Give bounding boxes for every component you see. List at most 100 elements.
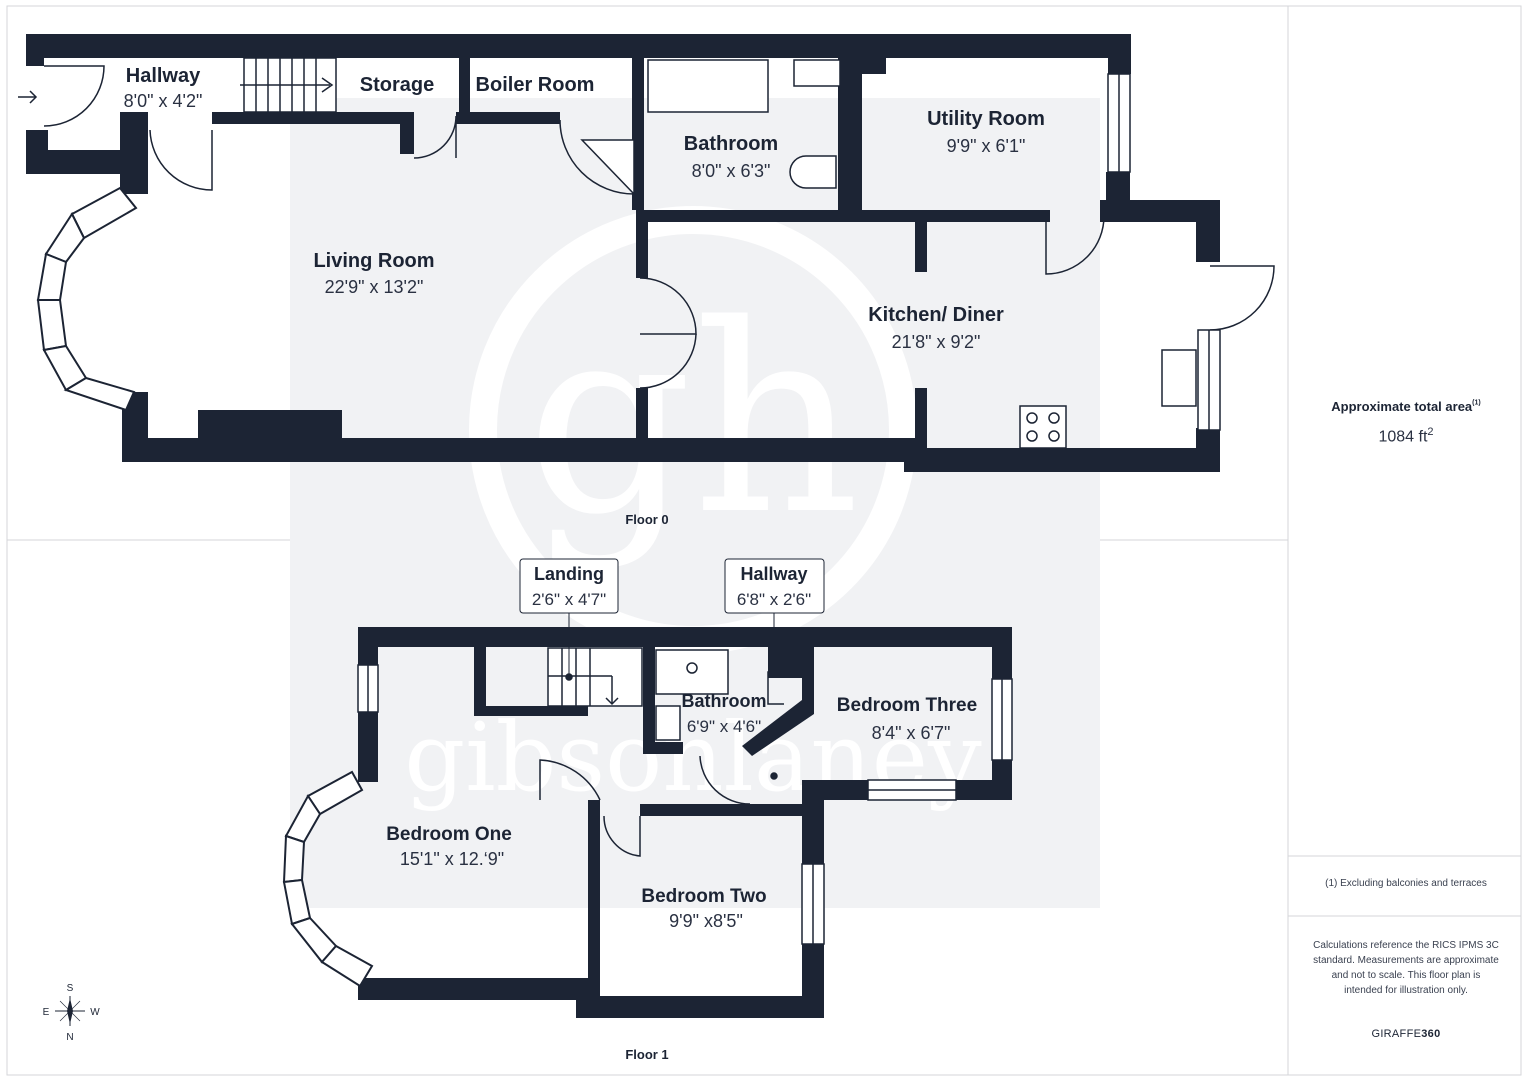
- brand-logo: GIRAFFE360: [1290, 1028, 1522, 1040]
- area-footnote: (1) Excluding balconies and terraces: [1325, 878, 1487, 889]
- room-name-boiler-room: Boiler Room: [476, 74, 595, 96]
- compass-w: W: [90, 1007, 100, 1018]
- wall: [1100, 200, 1220, 222]
- wall: [358, 978, 588, 1000]
- wall: [915, 388, 927, 454]
- room-dims-living-room: 22'9" x 13'2": [325, 277, 424, 297]
- wall: [26, 150, 136, 174]
- floor-0-bay-window: [36, 186, 138, 412]
- wall: [212, 112, 412, 124]
- room-name-hallway: Hallway: [126, 65, 201, 87]
- wall: [456, 112, 560, 124]
- wall: [400, 112, 414, 154]
- chimney-breast: [198, 410, 342, 440]
- room-name-kitchen-diner: Kitchen/ Diner: [868, 304, 1004, 326]
- wall: [643, 742, 683, 754]
- compass-icon: S E W N: [43, 983, 101, 1043]
- room-dims-kitchen-diner: 21'8" x 9'2": [892, 332, 981, 352]
- door-leaf: [580, 139, 635, 196]
- brand-text-b: 360: [1421, 1028, 1441, 1040]
- wall: [915, 222, 927, 272]
- floor-0-fixtures: [18, 57, 1275, 449]
- area-value-text: 1084 ft: [1378, 428, 1428, 446]
- basin: [793, 59, 841, 87]
- floor-0-labels: Hallway 8'0" x 4'2" Storage Boiler Room …: [124, 65, 1045, 527]
- wall: [1108, 34, 1131, 74]
- door-swing: [1045, 215, 1105, 275]
- wall: [904, 448, 1220, 472]
- wall: [576, 996, 824, 1018]
- wall: [636, 388, 648, 440]
- room-dims-bedroom-two: 9'9" x8'5": [669, 911, 743, 931]
- door-swing: [639, 333, 697, 389]
- wall: [459, 58, 470, 114]
- basin: [655, 705, 681, 741]
- room-dims-hallway-first: 6'8" x 2'6": [737, 590, 811, 609]
- door-swing: [699, 755, 751, 805]
- door-swing: [149, 129, 213, 191]
- wall: [588, 800, 600, 998]
- watermark-logo: gh: [526, 270, 860, 572]
- floor-1-label: Floor 1: [625, 1047, 668, 1062]
- wall: [122, 438, 916, 462]
- wall: [26, 34, 44, 66]
- room-name-bedroom-one: Bedroom One: [386, 824, 512, 845]
- room-dims-bedroom-one: 15'1" x 12.‘9": [400, 849, 504, 869]
- room-dims-bedroom-three: 8'4" x 6'7": [872, 723, 951, 743]
- back-door-swing: [1209, 265, 1275, 331]
- room-dims-hallway: 8'0" x 4'2": [124, 91, 203, 111]
- wall: [802, 780, 824, 864]
- shower-drain: [686, 662, 698, 674]
- room-name-bathroom-first: Bathroom: [682, 691, 767, 711]
- floor-1-fixtures: [357, 647, 1013, 945]
- room-dims-landing: 2'6" x 4'7": [532, 590, 606, 609]
- floor-1-labels: Landing 2'6" x 4'7" Hallway 6'8" x 2'6" …: [386, 564, 977, 1062]
- wall: [1196, 200, 1220, 262]
- room-name-landing: Landing: [534, 564, 604, 584]
- wall: [358, 627, 1012, 647]
- wall: [632, 58, 644, 210]
- room-dims-bathroom: 8'0" x 6'3": [692, 161, 771, 181]
- area-title: Approximate total area(1): [1290, 398, 1522, 416]
- wall: [358, 627, 378, 665]
- floor-0-plan: [26, 34, 1220, 472]
- floor-1-plan: [358, 627, 1012, 1018]
- room-name-bathroom: Bathroom: [684, 133, 778, 155]
- wall: [742, 700, 814, 756]
- wall: [636, 222, 648, 278]
- area-title-text: Approximate total area: [1331, 399, 1473, 414]
- hob: [1019, 405, 1067, 449]
- door-swing: [413, 115, 457, 159]
- wall: [956, 780, 1012, 800]
- stairs-first: [547, 647, 643, 707]
- wall: [26, 34, 1131, 58]
- stairs-ground: [240, 57, 337, 113]
- wall: [640, 804, 804, 816]
- compass-e: E: [43, 1007, 50, 1018]
- wall: [120, 112, 148, 194]
- door-swing: [639, 277, 697, 335]
- wall: [474, 640, 486, 712]
- area-unit-sup: 2: [1427, 426, 1434, 438]
- landing-callout: [519, 558, 619, 676]
- room-name-utility-room: Utility Room: [927, 108, 1045, 130]
- front-door-swing: [43, 65, 105, 127]
- wall: [838, 58, 862, 210]
- room-dims-utility-room: 9'9" x 6'1": [947, 136, 1026, 156]
- wall: [636, 210, 1050, 222]
- wall: [992, 627, 1012, 679]
- watermark: gh gibsonlaney: [290, 98, 1100, 908]
- wall: [643, 640, 655, 754]
- room-name-hallway-first: Hallway: [740, 564, 807, 584]
- compass-s: S: [67, 983, 74, 994]
- bathtub: [647, 59, 769, 113]
- area-value: 1084 ft2: [1290, 426, 1522, 446]
- wall: [862, 58, 886, 74]
- compass-n: N: [66, 1032, 73, 1043]
- floor-0-label: Floor 0: [625, 512, 668, 527]
- wall: [358, 712, 378, 782]
- wall: [474, 706, 588, 716]
- floor-1-bay-window: [282, 770, 374, 988]
- room-name-storage: Storage: [360, 74, 434, 96]
